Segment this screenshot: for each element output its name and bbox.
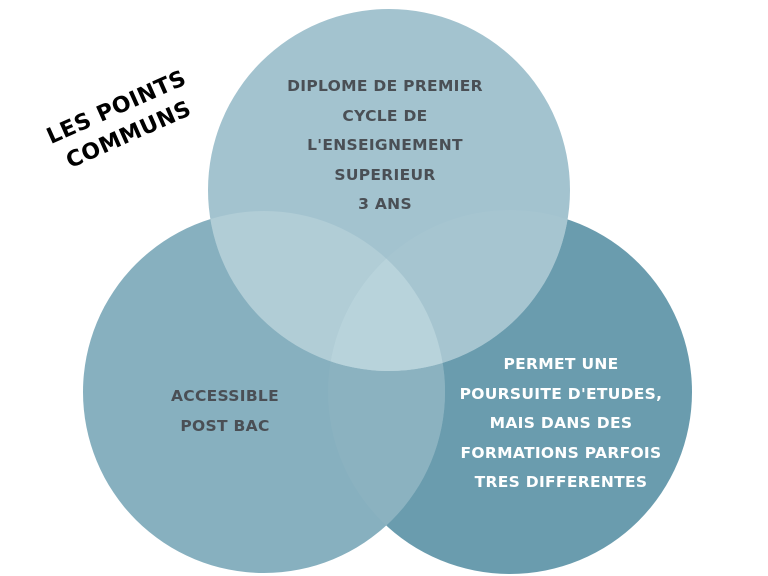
top-line-3: L'ENSEIGNEMENT: [307, 136, 463, 154]
right-line-1: PERMET UNE: [503, 355, 619, 373]
top-line-5: 3 ANS: [358, 195, 412, 213]
left-line-2: POST BAC: [180, 416, 270, 435]
right-line-4: FORMATIONS PARFOIS: [460, 443, 662, 462]
top-line-1: DIPLOME DE PREMIER: [287, 77, 483, 95]
overlap-top-left: [208, 211, 445, 371]
overlap-top-right: [328, 210, 570, 371]
left-circle-text: ACCESSIBLE POST BAC: [140, 382, 310, 441]
right-line-2: POURSUITE D'ETUDES,: [459, 384, 663, 403]
top-line-4: SUPERIEUR: [334, 165, 436, 184]
right-circle-text: PERMET UNE POURSUITE D'ETUDES, MAIS DANS…: [436, 350, 686, 498]
right-line-5: TRES DIFFERENTES: [474, 473, 648, 491]
top-circle-text: DIPLOME DE PREMIER CYCLE DE L'ENSEIGNEME…: [260, 72, 510, 220]
right-line-3: MAIS DANS DES: [489, 414, 633, 432]
top-line-2: CYCLE DE: [342, 106, 428, 125]
left-line-1: ACCESSIBLE: [170, 387, 279, 405]
